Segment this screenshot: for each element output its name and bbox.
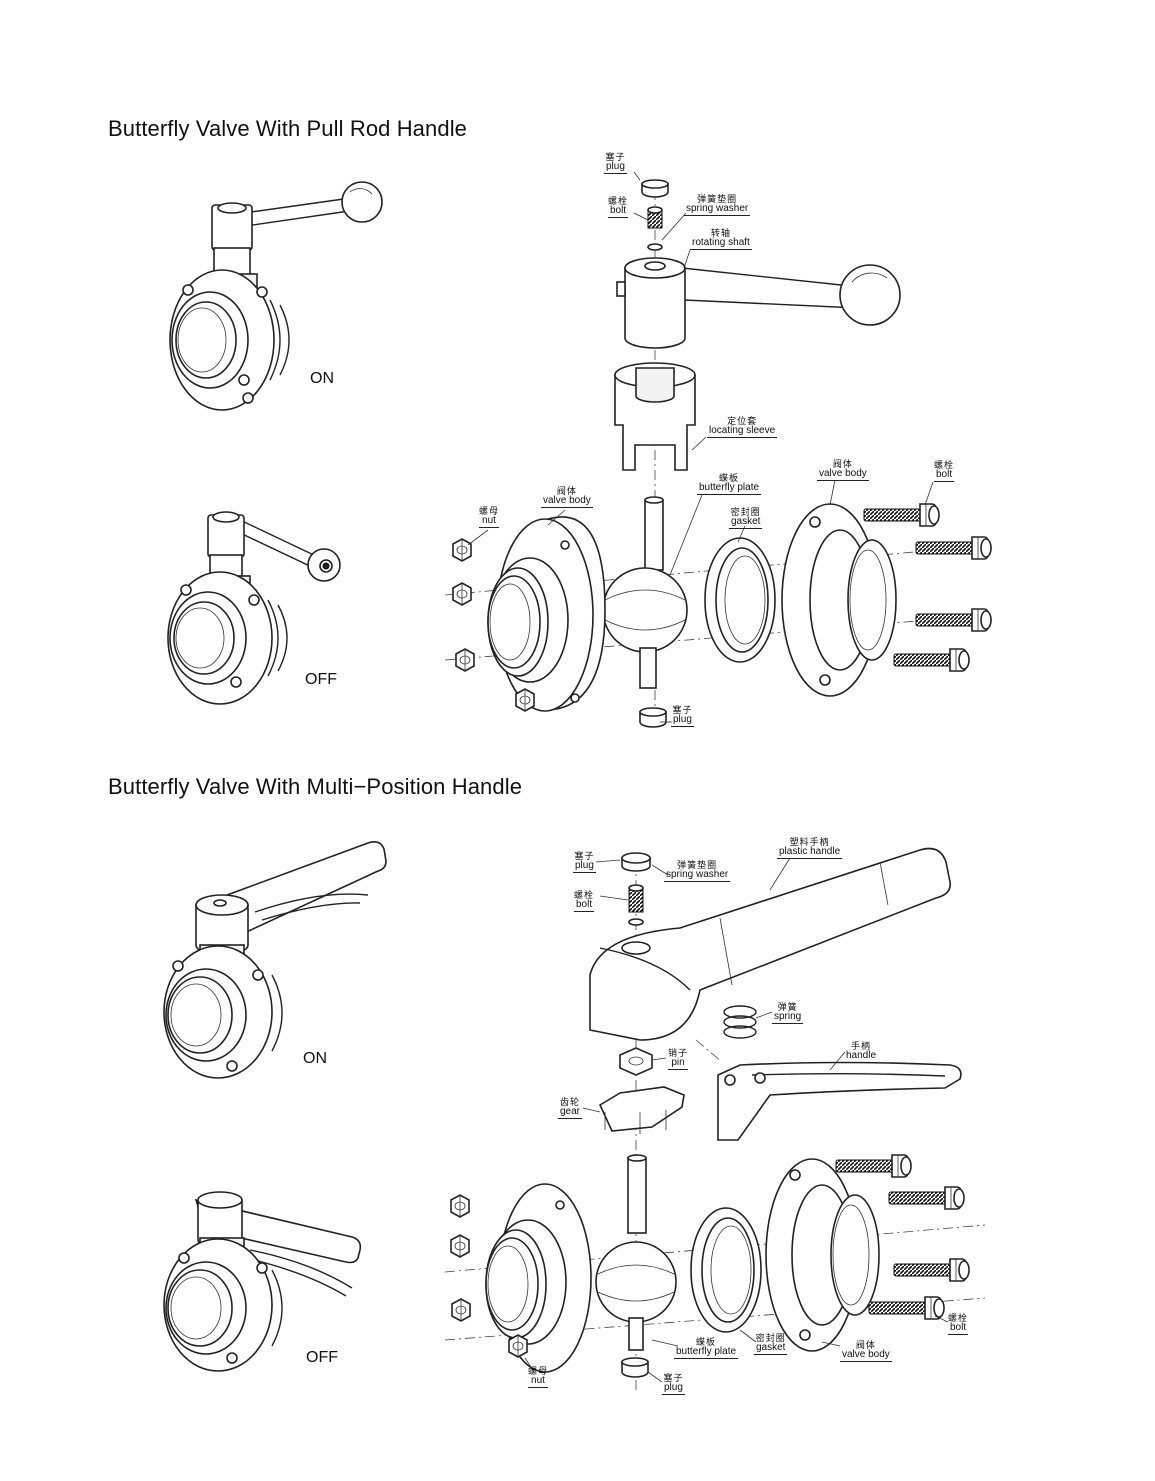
state-off-label-1: OFF [305, 671, 337, 688]
section-2-title: Butterfly Valve With Multi−Position Hand… [108, 774, 523, 799]
valve-on-pull-rod-icon [169, 181, 383, 411]
exploded-view-multi-position [444, 847, 986, 1390]
state-off-label-2: OFF [306, 1349, 338, 1366]
valve-on-multi-position-icon [163, 841, 387, 1079]
valve-off-multi-position-icon [163, 1191, 362, 1372]
exploded-view-pull-rod [444, 171, 992, 730]
valve-off-pull-rod-icon [167, 511, 341, 705]
section-1-title: Butterfly Valve With Pull Rod Handle [108, 116, 468, 141]
state-on-label-2: ON [303, 1050, 327, 1067]
state-on-label-1: ON [310, 370, 334, 387]
